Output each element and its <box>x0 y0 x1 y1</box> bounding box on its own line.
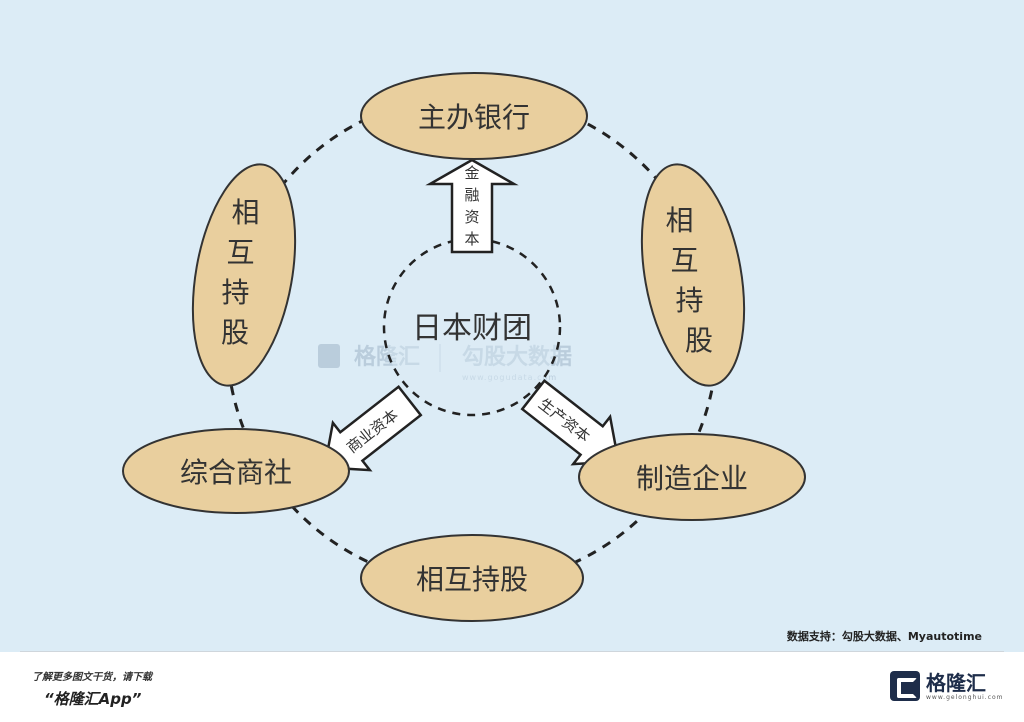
node-left-top: 相 互 持 股 <box>191 163 297 387</box>
node-top-ellipse <box>360 72 588 160</box>
arrow-left-shape <box>323 384 423 472</box>
footer: 了解更多图文干货，请下载 “格隆汇App” 格隆汇 www.gelonghui.… <box>0 652 1024 722</box>
source-note: 数据支持：勾股大数据、Myautotime <box>786 630 982 643</box>
arrow-up-char: 本 <box>464 230 479 248</box>
center-dashed-circle <box>382 237 562 417</box>
node-bottom-left-ellipse <box>122 428 350 514</box>
node-bottom-right: 制造企业 <box>578 433 806 521</box>
node-bottom-ellipse <box>360 534 584 622</box>
arrow-up: 金融资本 <box>425 158 519 254</box>
japan-zaibatsu-diagram: 格隆汇 勾股大数据 www.gogudata.com 日本财团 金融资本 商业资… <box>0 0 1024 652</box>
node-bottom-right-ellipse <box>578 433 806 521</box>
promo-text: 了解更多图文干货，请下载 <box>32 672 152 683</box>
center-label: 日本财团 <box>412 311 532 346</box>
arrow-up-shape <box>425 158 519 254</box>
node-right-top-label: 相 互 持 股 <box>666 204 713 357</box>
node-top-label: 主办银行 <box>418 101 530 134</box>
node-bottom-right-label: 制造企业 <box>636 462 748 495</box>
node-right-top-ellipse <box>640 163 746 387</box>
node-bottom-left: 综合商社 <box>122 428 350 514</box>
node-left-top-ellipse <box>191 163 297 387</box>
node-left-top-label: 相 互 持 股 <box>221 196 268 349</box>
watermark-brand: 格隆汇 <box>354 344 420 370</box>
node-bottom-left-label: 综合商社 <box>180 456 292 489</box>
watermark-logo-icon <box>318 344 340 368</box>
node-top: 主办银行 <box>360 72 588 160</box>
brand-logo-icon <box>890 671 920 701</box>
arrow-up-char: 金 <box>464 164 479 182</box>
footer-divider <box>20 651 1004 652</box>
brand-logo-text: 格隆汇 www.gelonghui.com <box>926 672 1004 701</box>
node-bottom: 相互持股 <box>360 534 584 622</box>
promo-app-name: “格隆汇App” <box>44 690 142 708</box>
node-bottom-label: 相互持股 <box>416 563 528 596</box>
arrow-up-char-1: 金融资本 <box>464 164 479 248</box>
node-right-top: 相 互 持 股 <box>640 163 746 387</box>
brand-url: www.gelonghui.com <box>926 693 1004 701</box>
watermark-url: www.gogudata.com <box>462 373 557 382</box>
brand-logo: 格隆汇 www.gelonghui.com <box>890 668 1004 704</box>
brand-name: 格隆汇 <box>926 670 986 695</box>
arrow-up-char: 资 <box>464 208 479 226</box>
arrow-up-char: 融 <box>464 186 479 204</box>
